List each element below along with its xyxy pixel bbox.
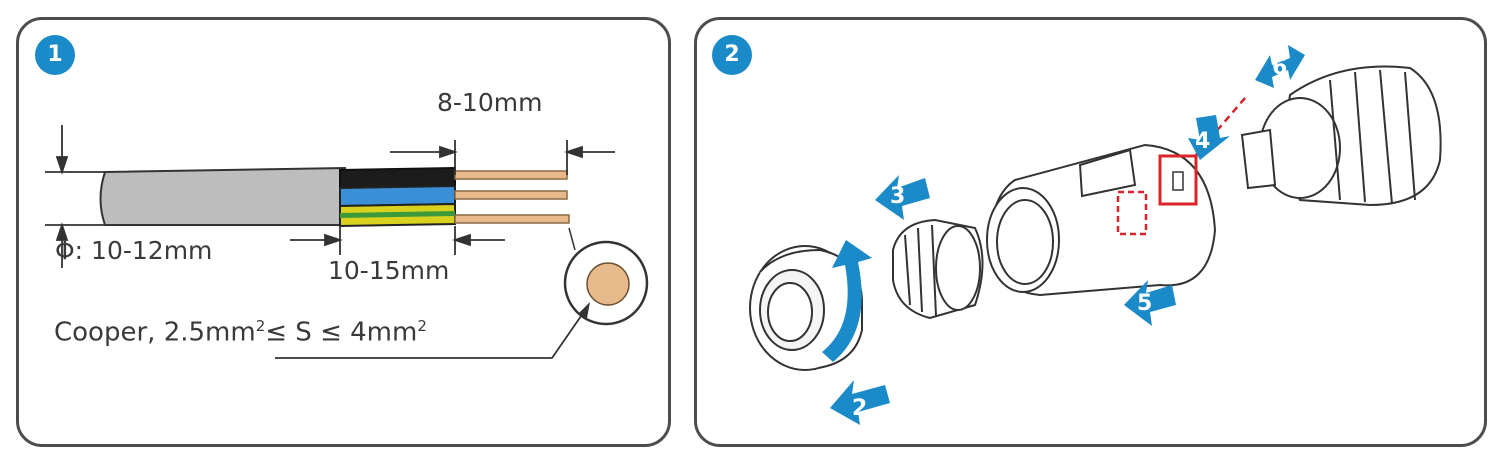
conductor-spec-label: Cooper, 2.5mm2≤ S ≤ 4mm2: [54, 317, 427, 348]
step-2-panel: [694, 17, 1487, 447]
copper-end-1: [454, 170, 568, 180]
rotate-arrow: [822, 240, 872, 362]
latch-slot: [1172, 171, 1184, 191]
step-2-badge: 2: [712, 35, 752, 75]
conductor-cross-section: [275, 227, 649, 359]
strip-length-label: 8-10mm: [437, 88, 543, 117]
plug-insert: [1240, 65, 1442, 207]
step-1-panel: [16, 17, 671, 447]
wire-blue: [339, 184, 456, 208]
seal-insert: [892, 218, 984, 320]
step-1-badge: 1: [35, 35, 75, 75]
cable-sheath: [99, 166, 346, 226]
svg-text:2: 2: [852, 396, 867, 421]
copper-end-3: [454, 214, 570, 224]
copper-end-2: [454, 190, 568, 200]
cable-illustration: [99, 166, 570, 228]
wire-black: [339, 166, 456, 190]
step-arrow-6: 6: [1255, 45, 1305, 88]
svg-text:3: 3: [890, 184, 905, 209]
cable-diameter-label: Φ: 10-12mm: [55, 236, 213, 265]
latch-slot-highlight-dashed: [1116, 190, 1148, 236]
step-arrow-2: 2: [830, 380, 890, 425]
step-arrow-4: 4: [1188, 115, 1230, 160]
wire-green-stripe: [340, 211, 455, 218]
svg-text:5: 5: [1137, 291, 1152, 316]
step-arrow-5: 5: [1124, 280, 1176, 326]
conductor-sup-1: 2: [255, 317, 266, 335]
arrow-label-1: 1: [820, 257, 835, 282]
svg-text:4: 4: [1195, 129, 1210, 154]
insulation-strip-label: 10-15mm: [328, 256, 450, 285]
svg-text:6: 6: [1272, 55, 1287, 80]
conductor-material: Cooper, 2.5mm: [54, 317, 256, 348]
dimension-lines: [45, 125, 615, 268]
latch-slot-highlight: [1158, 154, 1198, 206]
step-arrow-3: 3: [875, 175, 930, 220]
conductor-sup-2: 2: [417, 317, 427, 335]
conductor-range: ≤ S ≤ 4mm: [265, 317, 418, 348]
